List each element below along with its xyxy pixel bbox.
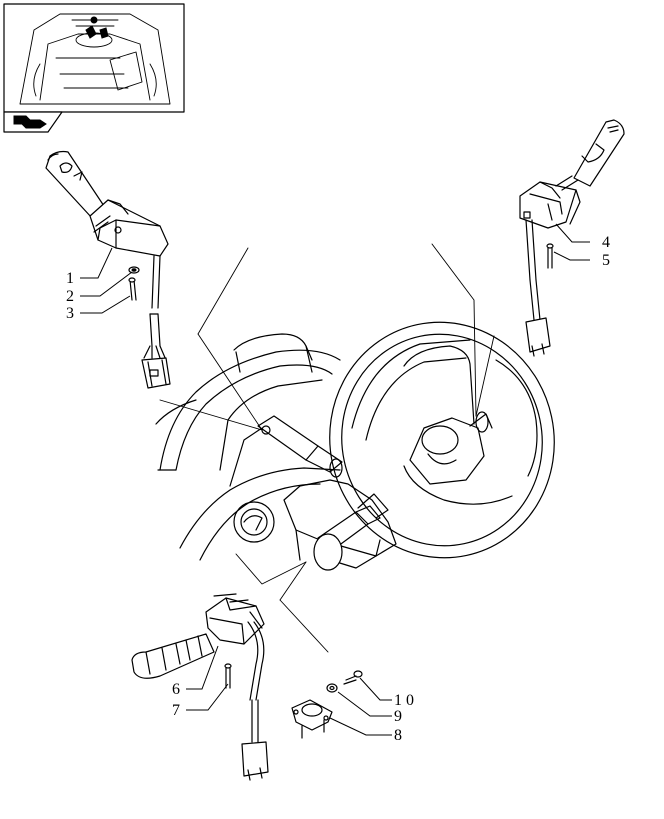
screw-part-3[interactable] — [128, 277, 137, 301]
dashboard-assembly — [155, 333, 397, 571]
right-combination-switch[interactable] — [519, 119, 625, 357]
callout-labels: 1 2 3 4 5 6 7 8 9 1 0 — [66, 234, 610, 744]
overview-thumbnail[interactable] — [3, 3, 185, 113]
washer-part-2[interactable] — [128, 266, 140, 274]
callout-1: 1 — [66, 270, 74, 287]
callout-7: 7 — [172, 702, 180, 719]
screw-part-7[interactable] — [224, 663, 232, 689]
bolt-part-10[interactable] — [343, 670, 363, 685]
callout-5: 5 — [602, 252, 610, 269]
screw-part-5[interactable] — [546, 243, 554, 269]
reference-lines — [159, 243, 495, 653]
steering-wheel — [329, 321, 555, 559]
lower-combination-switch[interactable] — [131, 593, 269, 781]
leader-lines — [80, 223, 590, 736]
left-combination-switch[interactable] — [45, 150, 171, 389]
callout-10: 1 0 — [394, 692, 414, 709]
nut-part-9[interactable] — [326, 683, 338, 693]
callout-9: 9 — [394, 708, 402, 725]
callout-6: 6 — [172, 681, 180, 698]
mounting-bracket-part-8[interactable] — [291, 699, 333, 739]
callout-4: 4 — [602, 234, 610, 251]
arrow-right-icon[interactable] — [3, 111, 63, 133]
callout-2: 2 — [66, 288, 74, 305]
callout-3: 3 — [66, 305, 74, 322]
callout-8: 8 — [394, 727, 402, 744]
